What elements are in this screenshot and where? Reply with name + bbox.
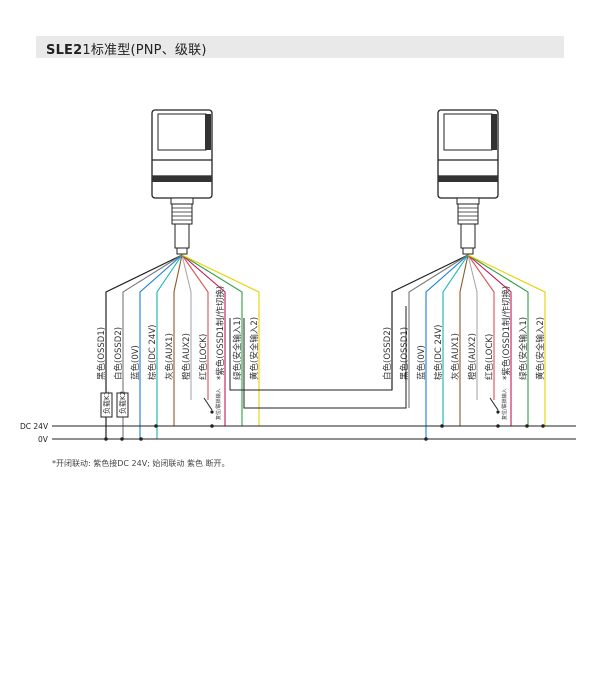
right-wire-fan: 白色(OSSD2) 黑色(OSSD1) 蓝色(0V) 棕色(DC 24V) 灰色(AUX… [382,254,546,439]
left-wire-6 [181,254,209,400]
page-title-model: SLE2 [46,43,83,58]
left-wire-label-0: 黑色(OSSD1) [96,327,107,380]
left-wire-label-2: 蓝色(0V) [130,345,141,380]
right-wire-6 [467,254,495,400]
right-wire-label-4: 灰色(AUX1) [450,333,461,380]
page-title-desc: 1标准型(PNP、级联) [82,43,207,58]
left-wire-7 [181,254,226,426]
right-wire-label-7: *紫色(OSSD1制/作切换) [501,286,512,380]
right-wire-label-8: 绿色(安全输入1) [518,317,529,380]
title-bar: SLE21标准型(PNP、级联) [36,36,564,58]
right-reset-switch: 复位/联锁输入 [489,388,508,420]
cascade-link [229,306,407,409]
left-wire-2 [139,254,183,439]
left-switch-label: 复位/联锁输入 [215,388,222,420]
page-title: SLE21标准型(PNP、级联) [46,39,207,58]
footnote: *开闭联动: 紫色接DC 24V; 始闭联动 紫色 断开。 [52,459,230,468]
left-wire-label-3: 棕色(DC 24V) [147,325,158,380]
rail-0v-label: 0V [38,435,49,444]
right-sensor [437,109,499,255]
right-wire-label-1: 黑色(OSSD1) [399,327,410,380]
relay-k1-label: 负载K1 [102,391,111,414]
right-wire-7 [467,254,512,426]
left-wire-label-6: 红色(LOCK) [198,334,209,380]
rail-dc24-label: DC 24V [20,422,49,431]
right-wire-label-6: 红色(LOCK) [484,334,495,380]
left-wire-label-9: 黄色(安全输入2) [249,317,260,380]
left-wire-4 [173,254,183,426]
right-wire-4 [459,254,469,426]
relay-k2: 负载K2 [116,391,129,418]
relay-k2-label: 负载K2 [118,391,127,414]
left-wire-5 [181,254,192,400]
right-wire-9 [467,254,546,426]
left-wire-fan: 黑色(OSSD1) 白色(OSSD2) 蓝色(0V) 棕色(DC 24V) 灰色(AUX… [96,254,260,439]
right-wire-label-2: 蓝色(0V) [416,345,427,380]
left-sensor [151,109,213,255]
right-wire-1 [408,254,469,408]
right-wire-label-0: 白色(OSSD2) [382,327,393,380]
junction-dots [104,424,545,441]
right-wire-label-9: 黄色(安全输入2) [535,317,546,380]
left-wire-1 [122,254,183,439]
power-rails: DC 24V 0V [20,422,576,444]
left-reset-switch: 复位/联锁输入 [203,388,222,420]
right-wire-label-3: 棕色(DC 24V) [433,325,444,380]
right-wire-label-5: 橙色(AUX2) [467,333,478,380]
right-wire-2 [425,254,469,439]
left-wire-8 [181,254,243,426]
left-wire-label-5: 橙色(AUX2) [181,333,192,380]
right-wire-5 [467,254,478,400]
left-wire-label-7: *紫色(OSSD1制/作切换) [215,286,226,380]
left-wire-label-1: 白色(OSSD2) [113,327,124,380]
left-wire-9 [181,254,260,426]
left-wire-0 [105,254,183,439]
left-wire-3 [156,254,183,439]
right-wire-8 [467,254,529,426]
left-wire-label-8: 绿色(安全输入1) [232,317,243,380]
right-wire-3 [442,254,469,426]
left-wire-label-4: 灰色(AUX1) [164,333,175,380]
right-switch-label: 复位/联锁输入 [501,388,508,420]
relay-k1: 负载K1 [100,391,113,418]
